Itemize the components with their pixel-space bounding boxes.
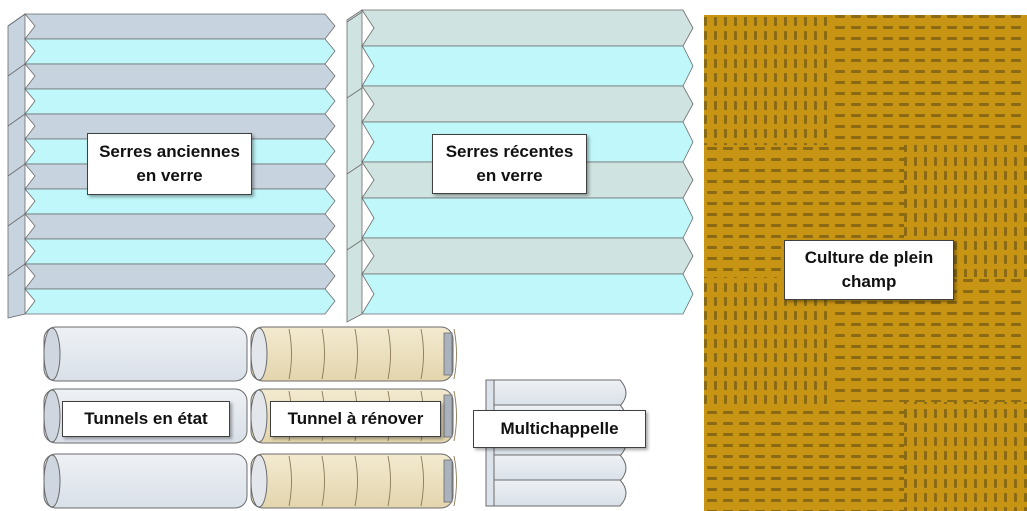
old-glass-bay-roof	[24, 263, 336, 290]
new-glass-bay-roof	[361, 85, 694, 123]
multichapel-chapel	[493, 479, 627, 507]
tunnel-renovate-hoop	[288, 328, 292, 380]
old-glass-label-line2: en verre	[136, 166, 203, 185]
old-glass-bay-face	[24, 238, 336, 265]
multichapel-label: Multichappelle	[473, 410, 646, 448]
old-glass-bay-edge	[7, 63, 26, 77]
tunnel-ok-end	[43, 454, 61, 508]
tunnel-ok	[43, 453, 248, 509]
old-glass-label-line1: Serres anciennes	[99, 142, 240, 161]
tunnel-renovate-hoop	[453, 328, 457, 380]
tunnel-renovate	[250, 453, 454, 509]
tunnel-renovate-door	[443, 332, 453, 376]
new-glass-bay-face	[361, 273, 694, 315]
old-glass-bay-edge	[7, 113, 26, 127]
old-glass-bay-roof	[24, 63, 336, 90]
field-block-horizontal-furrows	[704, 407, 904, 511]
new-glass-bay-edge	[346, 239, 363, 251]
tunnel-renovate-door	[443, 394, 453, 438]
field-block-vertical-furrows	[904, 402, 1027, 511]
tunnels-ok-label: Tunnels en état	[62, 401, 230, 437]
old-glass-bay-face	[24, 288, 336, 315]
field-label: Culture de plein champ	[784, 240, 954, 300]
old-glass-bay-edge	[7, 163, 26, 177]
tunnel-renovate-hoop	[354, 328, 358, 380]
tunnel-renovate-hoop	[453, 390, 457, 442]
old-glass-bay-edge	[7, 213, 26, 227]
tunnel-renovate-hoop	[387, 455, 391, 507]
multichapel-chapel	[493, 379, 627, 407]
old-glass-bay-face	[24, 88, 336, 115]
tunnel-ok	[43, 326, 248, 382]
new-glass-bay-edge	[346, 163, 363, 175]
new-glass-bay-edge	[346, 87, 363, 99]
old-glass-bay-roof	[24, 13, 336, 40]
tunnel-renovate-hoop	[387, 328, 391, 380]
field-block-horizontal-furrows	[829, 15, 1027, 145]
field-label-line2: champ	[841, 272, 897, 291]
field-label-line1: Culture de plein	[804, 248, 934, 267]
new-glass-label-line1: Serres récentes	[445, 142, 574, 161]
multichapel-chapel	[493, 454, 627, 482]
new-glass-side-wall	[346, 9, 363, 323]
tunnel-renovate-hoop	[321, 455, 325, 507]
tunnel-renovate-hoop	[420, 455, 424, 507]
tunnels-ok-label-text: Tunnels en état	[84, 409, 208, 428]
tunnel-renovate-end	[250, 327, 268, 381]
tunnel-renovate-hoop	[321, 328, 325, 380]
tunnel-ok-end	[43, 327, 61, 381]
multichapel-label-text: Multichappelle	[500, 419, 619, 438]
new-glass-bay-face	[361, 45, 694, 87]
field-block-vertical-furrows	[704, 15, 829, 145]
tunnel-renovate-end	[250, 454, 268, 508]
tunnel-renovate	[250, 326, 454, 382]
old-glass-label: Serres anciennes en verre	[87, 133, 252, 195]
new-glass-label-line2: en verre	[476, 166, 543, 185]
tunnel-renovate-label: Tunnel à rénover	[270, 401, 441, 437]
new-glass-bay-face	[361, 197, 694, 239]
tunnel-renovate-hoop	[288, 455, 292, 507]
new-glass-label: Serres récentes en verre	[432, 134, 587, 194]
new-glass-bay-roof	[361, 237, 694, 275]
new-glass-bay-roof	[361, 9, 694, 47]
tunnel-ok-end	[43, 389, 61, 443]
tunnel-renovate-hoop	[420, 328, 424, 380]
tunnel-renovate-hoop	[453, 455, 457, 507]
old-glass-bay-face	[24, 38, 336, 65]
new-glass-bay-edge	[346, 11, 363, 23]
old-glass-bay-roof	[24, 213, 336, 240]
old-glass-bay-edge	[7, 13, 26, 27]
tunnel-renovate-end	[250, 389, 268, 443]
old-glass-bay-edge	[7, 263, 26, 277]
tunnel-renovate-label-text: Tunnel à rénover	[287, 409, 424, 428]
tunnel-renovate-hoop	[354, 455, 358, 507]
tunnel-renovate-door	[443, 459, 453, 503]
